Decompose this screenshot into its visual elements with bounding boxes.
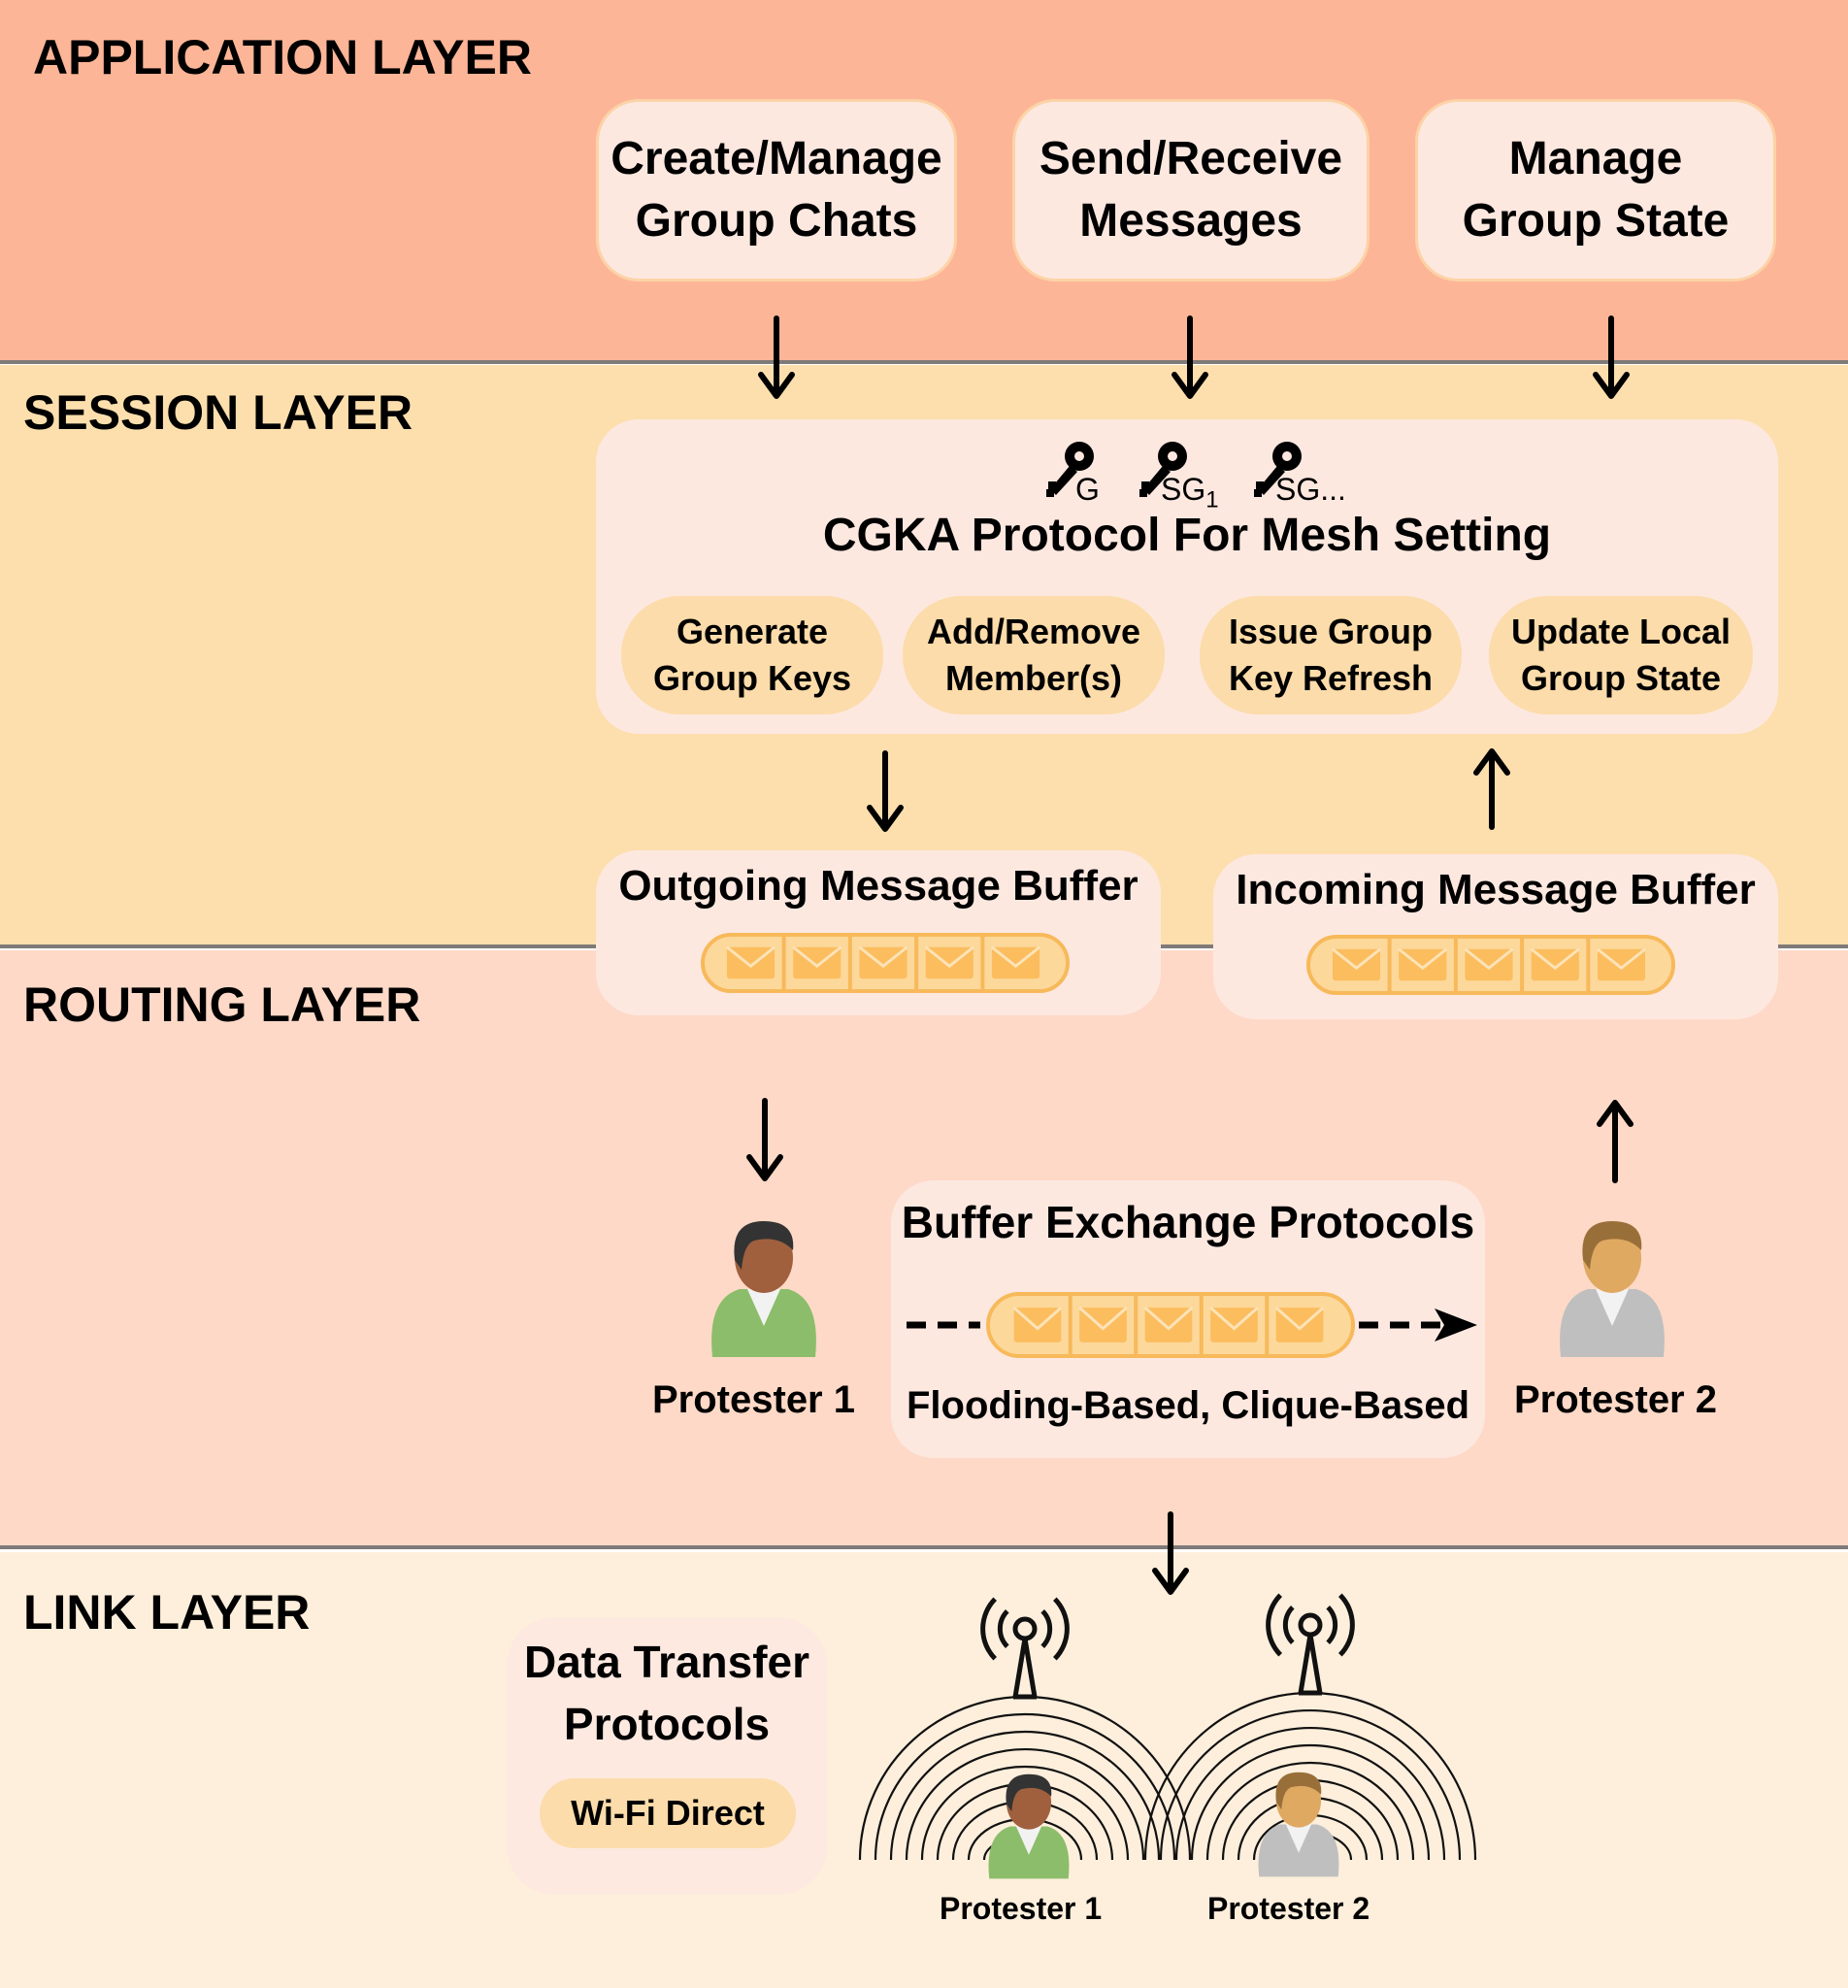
key-icon bbox=[1254, 442, 1302, 497]
manage-group-state-box: Manage Group State bbox=[1415, 99, 1776, 282]
envelope-icon bbox=[1012, 1306, 1063, 1342]
envelope-icon bbox=[990, 945, 1040, 979]
person-collar bbox=[1285, 1824, 1312, 1853]
radio-waves-diagram bbox=[858, 1593, 1477, 1861]
pill-line: Member(s) bbox=[944, 658, 1123, 698]
key-label-sg1: SG1 bbox=[1161, 472, 1219, 514]
person-hair bbox=[1582, 1221, 1642, 1270]
create-manage-group-chats-box: Create/Manage Group Chats bbox=[596, 99, 957, 282]
data-transfer-line: Data Transfer bbox=[523, 1637, 809, 1687]
box-line: Send/Receive bbox=[1039, 133, 1343, 184]
wifi-direct-pill: Wi-Fi Direct bbox=[540, 1778, 796, 1848]
exchange-buffer-queue bbox=[986, 1292, 1355, 1358]
person-collar bbox=[747, 1289, 780, 1326]
layer-divider bbox=[0, 360, 1848, 364]
antenna-icon bbox=[980, 1597, 1070, 1700]
person-hair bbox=[1275, 1772, 1322, 1810]
key-label-sg-ellipsis: SG... bbox=[1275, 472, 1346, 508]
person-collar bbox=[1596, 1289, 1629, 1326]
send-receive-messages-box: Send/Receive Messages bbox=[1012, 99, 1370, 282]
arrow-down-icon bbox=[867, 750, 904, 832]
arrow-up-icon bbox=[1597, 1100, 1634, 1183]
arrow-up-icon bbox=[1473, 748, 1510, 830]
arrow-down-icon bbox=[1593, 315, 1630, 399]
arrow-down-icon bbox=[1172, 315, 1208, 399]
link-protester-2-label: Protester 2 bbox=[1207, 1891, 1370, 1926]
protester-1-label: Protester 1 bbox=[652, 1378, 855, 1421]
envelope-icon bbox=[1332, 947, 1382, 981]
protester-2-avatar bbox=[1560, 1221, 1665, 1357]
arrow-down-icon bbox=[746, 1098, 783, 1181]
buffer-exchange-subtitle: Flooding-Based, Clique-Based bbox=[906, 1384, 1470, 1427]
envelope-icon bbox=[1464, 947, 1514, 981]
envelope-icon bbox=[1596, 947, 1646, 981]
exchange-dashed-arrow bbox=[907, 1309, 1477, 1342]
data-transfer-protocols-panel bbox=[507, 1617, 827, 1895]
box-line: Group State bbox=[1462, 195, 1730, 247]
envelope-icon bbox=[1274, 1306, 1325, 1342]
link-protester-1-avatar bbox=[988, 1773, 1070, 1879]
key-icon bbox=[1139, 442, 1187, 497]
link-protester-2-avatar bbox=[1258, 1772, 1339, 1877]
box-line: Group Chats bbox=[635, 195, 918, 247]
cgka-title: CGKA Protocol For Mesh Setting bbox=[822, 510, 1552, 561]
box-line: Manage bbox=[1508, 133, 1683, 184]
key-icon bbox=[1046, 442, 1094, 497]
envelope-icon bbox=[924, 945, 974, 979]
data-transfer-line: Protocols bbox=[563, 1699, 771, 1749]
envelope-icon bbox=[1078, 1306, 1128, 1342]
generate-group-keys-pill: Generate Group Keys bbox=[621, 596, 883, 714]
link-layer bbox=[0, 1552, 1848, 1988]
antenna-icon bbox=[1266, 1593, 1355, 1696]
data-transfer-title: Data Transfer Protocols bbox=[507, 1631, 827, 1755]
link-protester-1-label: Protester 1 bbox=[940, 1891, 1103, 1926]
issue-group-key-refresh-pill: Issue Group Key Refresh bbox=[1200, 596, 1462, 714]
protester-2-label: Protester 2 bbox=[1514, 1378, 1717, 1421]
layer-divider bbox=[0, 1545, 1848, 1549]
box-line: Create/Manage bbox=[610, 133, 942, 184]
envelope-icon bbox=[1143, 1306, 1194, 1342]
link-layer-title: LINK LAYER bbox=[23, 1585, 311, 1640]
envelope-icon bbox=[1398, 947, 1448, 981]
pill-line: Group State bbox=[1520, 658, 1721, 698]
envelope-icon bbox=[1209, 1306, 1259, 1342]
key-label-text: SG... bbox=[1275, 472, 1346, 507]
key-label-text: G bbox=[1075, 472, 1100, 507]
outgoing-buffer-queue bbox=[701, 933, 1070, 993]
protester-1-avatar bbox=[711, 1221, 816, 1357]
buffer-exchange-title: Buffer Exchange Protocols bbox=[901, 1197, 1475, 1247]
update-local-group-state-pill: Update Local Group State bbox=[1489, 596, 1753, 714]
add-remove-members-pill: Add/Remove Member(s) bbox=[903, 596, 1165, 714]
incoming-buffer-queue bbox=[1306, 935, 1675, 995]
pill-line: Group Keys bbox=[652, 658, 852, 698]
key-subscript: 1 bbox=[1205, 486, 1219, 514]
key-label-g: G bbox=[1075, 472, 1100, 508]
person-collar bbox=[1015, 1826, 1042, 1855]
envelope-icon bbox=[726, 945, 776, 979]
person-hair bbox=[1006, 1773, 1052, 1812]
person-hair bbox=[734, 1221, 794, 1270]
pill-line: Issue Group bbox=[1228, 612, 1434, 651]
pill-line: Update Local bbox=[1510, 612, 1732, 651]
arrow-down-icon bbox=[1152, 1511, 1189, 1595]
envelope-icon bbox=[1530, 947, 1580, 981]
incoming-buffer-title: Incoming Message Buffer bbox=[1236, 866, 1756, 913]
routing-layer-title: ROUTING LAYER bbox=[23, 977, 421, 1032]
pill-line: Add/Remove bbox=[926, 612, 1141, 651]
outgoing-buffer-title: Outgoing Message Buffer bbox=[618, 862, 1138, 910]
pill-line: Key Refresh bbox=[1228, 658, 1434, 698]
envelope-icon bbox=[858, 945, 908, 979]
key-icon-group bbox=[1046, 442, 1302, 497]
pill-line: Generate bbox=[676, 612, 829, 651]
key-label-text: SG bbox=[1161, 472, 1206, 507]
envelope-icon bbox=[792, 945, 842, 979]
session-layer-title: SESSION LAYER bbox=[23, 385, 413, 440]
arrow-right-icon bbox=[1435, 1309, 1477, 1342]
box-line: Messages bbox=[1079, 195, 1303, 247]
application-layer-title: APPLICATION LAYER bbox=[33, 30, 532, 84]
arrow-down-icon bbox=[758, 315, 795, 399]
